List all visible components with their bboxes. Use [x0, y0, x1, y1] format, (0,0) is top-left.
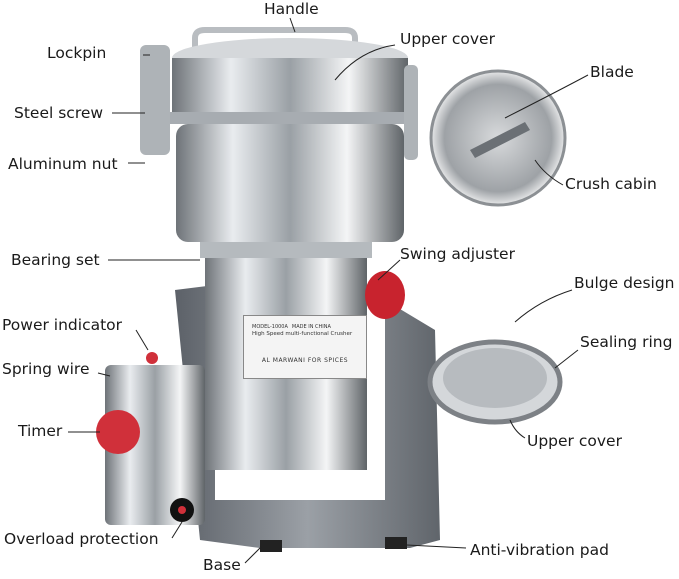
label-upper-cover-detail: Upper cover [527, 432, 622, 450]
swing-adjuster [365, 271, 405, 319]
subtitle-text: High Speed multi-functional Crusher [252, 331, 353, 337]
origin-text: MADE IN CHINA [291, 324, 331, 330]
power-indicator [146, 352, 158, 364]
label-blade: Blade [590, 63, 634, 81]
control-box [105, 365, 205, 525]
label-spring-wire: Spring wire [2, 360, 90, 378]
overload-protection-button [178, 506, 186, 514]
blade [470, 122, 530, 158]
label-aluminum-nut: Aluminum nut [8, 155, 118, 173]
label-handle: Handle [264, 0, 319, 18]
label-swing-adjuster: Swing adjuster [400, 245, 515, 263]
upper-cover [172, 58, 408, 118]
label-upper-cover: Upper cover [400, 30, 495, 48]
label-lockpin: Lockpin [47, 44, 107, 62]
model-text: MODEL-1000A [252, 324, 288, 330]
label-sealing-ring: Sealing ring [580, 333, 673, 351]
label-bearing-set: Bearing set [11, 251, 100, 269]
crush-chamber [176, 124, 404, 242]
lockpin [404, 65, 418, 160]
cover-rim [170, 112, 410, 124]
anti-vibration-pad [385, 537, 407, 549]
bulge-design [443, 348, 547, 408]
label-steel-screw: Steel screw [14, 104, 104, 122]
handle [192, 27, 358, 70]
label-base: Base [203, 556, 241, 574]
label-power-indicator: Power indicator [2, 316, 123, 334]
label-anti-vibration-pad: Anti-vibration pad [470, 541, 609, 559]
label-overload-protection: Overload protection [4, 530, 159, 548]
label-timer: Timer [18, 422, 63, 440]
bearing-set [200, 238, 372, 258]
label-crush-cabin: Crush cabin [565, 175, 657, 193]
label-bulge-design: Bulge design [574, 274, 675, 292]
lockpin [140, 45, 170, 155]
anti-vibration-pad [260, 540, 282, 552]
leader-lines [68, 17, 589, 564]
timer-knob [96, 410, 140, 454]
brand-text: AL MARWANI FOR SPICES [261, 357, 349, 364]
